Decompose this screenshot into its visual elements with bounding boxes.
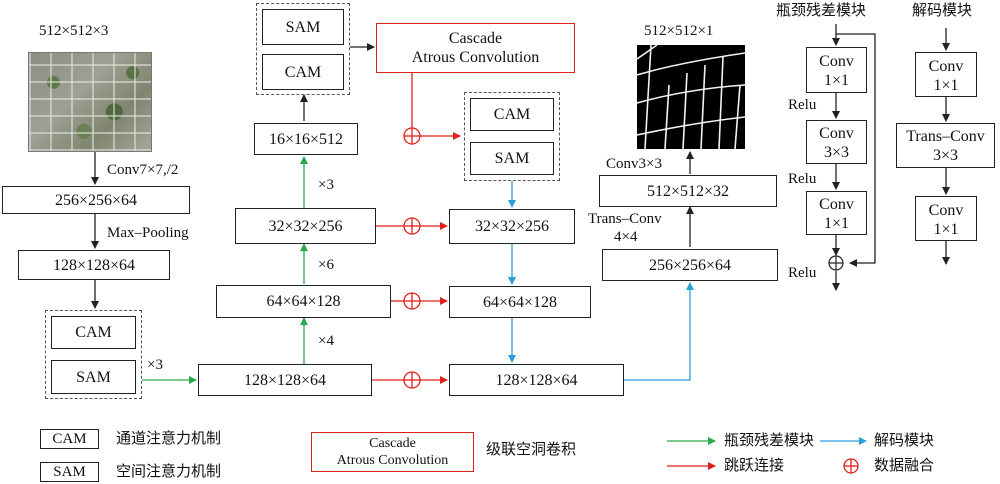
transconv-label: Trans–Conv [588, 211, 662, 227]
repeat-label: ×4 [318, 333, 334, 349]
cascade-line-2: Atrous Convolution [411, 49, 540, 66]
legend-red-text: 跳跃连接 [724, 458, 785, 474]
legend-fusion-icon [843, 458, 859, 474]
relu-label: Relu [788, 171, 817, 187]
dec-conv-1x1-b: Conv 1×1 [915, 196, 977, 241]
kernel-label: 3×3 [823, 144, 850, 161]
conv-label: Conv [928, 58, 964, 75]
conv-label: Conv [819, 53, 854, 70]
cascade-line-1: Cascade [369, 436, 416, 451]
legend-green-text: 瓶颈残差模块 [724, 433, 815, 449]
kernel-label: 3×3 [932, 147, 959, 164]
input-aerial-image [28, 52, 152, 152]
cascade-line-2: Atrous Convolution [336, 453, 449, 468]
repeat-label: ×3 [147, 357, 163, 373]
cascade-line-1: Cascade [448, 30, 503, 47]
sam-block: SAM [470, 142, 554, 175]
dec-conv-1x1: Conv 1×1 [915, 52, 977, 97]
transconv-kernel-label: 4×4 [614, 229, 638, 245]
cam-block: CAM [262, 54, 344, 90]
output-size-label: 512×512×1 [644, 23, 714, 39]
decoder-block-256: 256×256×64 [602, 249, 778, 281]
fusion-icon [828, 255, 844, 271]
fusion-icon [403, 371, 421, 389]
bn-conv-1x1: Conv 1×1 [806, 47, 867, 93]
bn-conv-1x1-b: Conv 1×1 [806, 191, 867, 235]
arrow-d128-to-d256 [624, 282, 694, 381]
dec-transconv-3x3: Trans–Conv 3×3 [896, 123, 995, 168]
transconv-label: Trans–Conv [906, 128, 985, 145]
sam-block: SAM [51, 360, 136, 394]
decoder-block-64: 64×64×128 [449, 286, 591, 318]
decoder-block-32: 32×32×256 [449, 209, 575, 244]
kernel-label: 1×1 [933, 221, 959, 238]
fusion-icon [403, 292, 421, 310]
road-mask-drawing [637, 45, 745, 149]
sam-block: SAM [262, 9, 344, 45]
legend-cam-box: CAM [40, 429, 99, 449]
bottleneck-block-32: 32×32×256 [235, 208, 376, 244]
kernel-label: 1×1 [933, 77, 959, 94]
kernel-label: 1×1 [823, 215, 850, 232]
conv7-label: Conv7×7,/2 [107, 162, 179, 178]
legend-cam-text: 通道注意力机制 [116, 431, 222, 447]
bottleneck-block-16: 16×16×512 [254, 123, 358, 155]
decoder-block-512: 512×512×32 [599, 175, 777, 207]
conv-label: Conv [928, 202, 964, 219]
cam-block: CAM [470, 98, 554, 131]
input-size-label: 512×512×3 [39, 23, 109, 39]
conv3-label: Conv3×3 [606, 156, 662, 172]
legend-blue-text: 解码模块 [874, 433, 935, 449]
bottleneck-block-64: 64×64×128 [216, 285, 391, 318]
kernel-label: 1×1 [823, 72, 850, 89]
legend-cascade-text: 级联空洞卷积 [486, 442, 577, 458]
cascade-atrous-block: Cascade Atrous Convolution [376, 23, 575, 73]
cam-block: CAM [51, 316, 136, 349]
repeat-label: ×6 [318, 257, 334, 273]
decoder-block-128: 128×128×64 [449, 364, 624, 396]
bottleneck-block-128: 128×128×64 [198, 364, 372, 396]
legend-fusion-text: 数据融合 [874, 458, 935, 474]
fusion-icon [403, 127, 421, 145]
conv-label: Conv [819, 196, 854, 213]
bottleneck-panel-title: 瓶颈残差模块 [776, 3, 867, 19]
legend-sam-box: SAM [40, 462, 99, 482]
fusion-icon [403, 217, 421, 235]
conv-label: Conv [819, 125, 854, 142]
legend-cascade-box: Cascade Atrous Convolution [311, 432, 474, 472]
maxpool-label: Max–Pooling [107, 225, 189, 241]
relu-label: Relu [788, 97, 817, 113]
residual-shortcut [836, 33, 876, 267]
encoder-block-128: 128×128×64 [18, 250, 170, 280]
bn-conv-3x3: Conv 3×3 [806, 120, 867, 164]
decoder-panel-title: 解码模块 [912, 3, 973, 19]
repeat-label: ×3 [318, 177, 334, 193]
legend-sam-text: 空间注意力机制 [116, 464, 222, 480]
relu-label: Relu [788, 265, 817, 281]
encoder-block-256: 256×256×64 [2, 186, 190, 214]
output-road-mask [637, 45, 745, 149]
